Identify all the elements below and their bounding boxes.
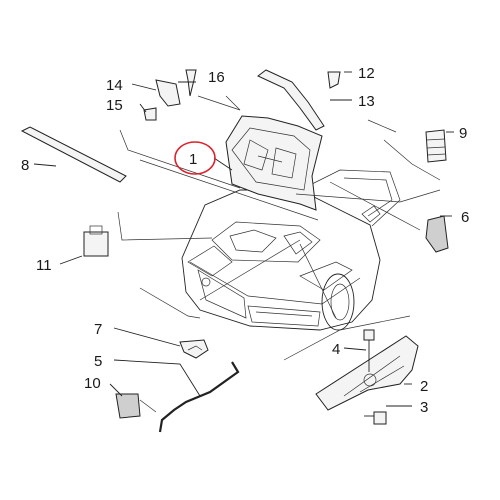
hinge-screw-part <box>364 411 387 425</box>
hood-hinge-part <box>315 335 419 411</box>
callout-12[interactable]: 12 <box>358 65 375 82</box>
callout-7[interactable]: 7 <box>94 321 102 338</box>
callout-labels: 1 2 3 4 5 6 7 8 9 10 11 12 13 14 15 16 <box>21 65 469 416</box>
hood-seal-strip-part <box>257 69 325 131</box>
callout-16[interactable]: 16 <box>208 69 225 86</box>
callout-6[interactable]: 6 <box>461 209 469 226</box>
hood-latch-part <box>425 215 449 253</box>
rubber-buffer-part <box>83 225 109 257</box>
callout-8[interactable]: 8 <box>21 157 29 174</box>
callout-15[interactable]: 15 <box>106 97 123 114</box>
callout-11[interactable]: 11 <box>36 257 52 274</box>
screw-part <box>185 69 197 97</box>
selected-part-highlight-ring <box>174 141 216 175</box>
rod-holder-part <box>115 393 157 419</box>
callout-3[interactable]: 3 <box>420 399 428 416</box>
callout-4[interactable]: 4 <box>332 341 340 358</box>
push-clip-part <box>143 107 157 121</box>
bump-stop-part <box>425 129 447 163</box>
hinge-bracket-part <box>155 79 181 107</box>
grommet-part <box>179 339 209 359</box>
callout-14[interactable]: 14 <box>106 77 123 94</box>
callout-9[interactable]: 9 <box>459 125 467 142</box>
callout-5[interactable]: 5 <box>94 353 102 370</box>
callout-13[interactable]: 13 <box>358 93 375 110</box>
small-clip-part <box>327 71 341 89</box>
hood-part <box>225 115 323 211</box>
car-illustration <box>181 169 401 331</box>
callout-2[interactable]: 2 <box>420 378 428 395</box>
callout-10[interactable]: 10 <box>84 375 101 392</box>
hood-rod-strip-part <box>20 126 127 183</box>
hood-support-rod-part <box>158 361 240 433</box>
leader-lines <box>33 71 454 407</box>
callout-1[interactable]: 1 <box>189 151 197 168</box>
hinge-bolt-part <box>363 329 375 372</box>
